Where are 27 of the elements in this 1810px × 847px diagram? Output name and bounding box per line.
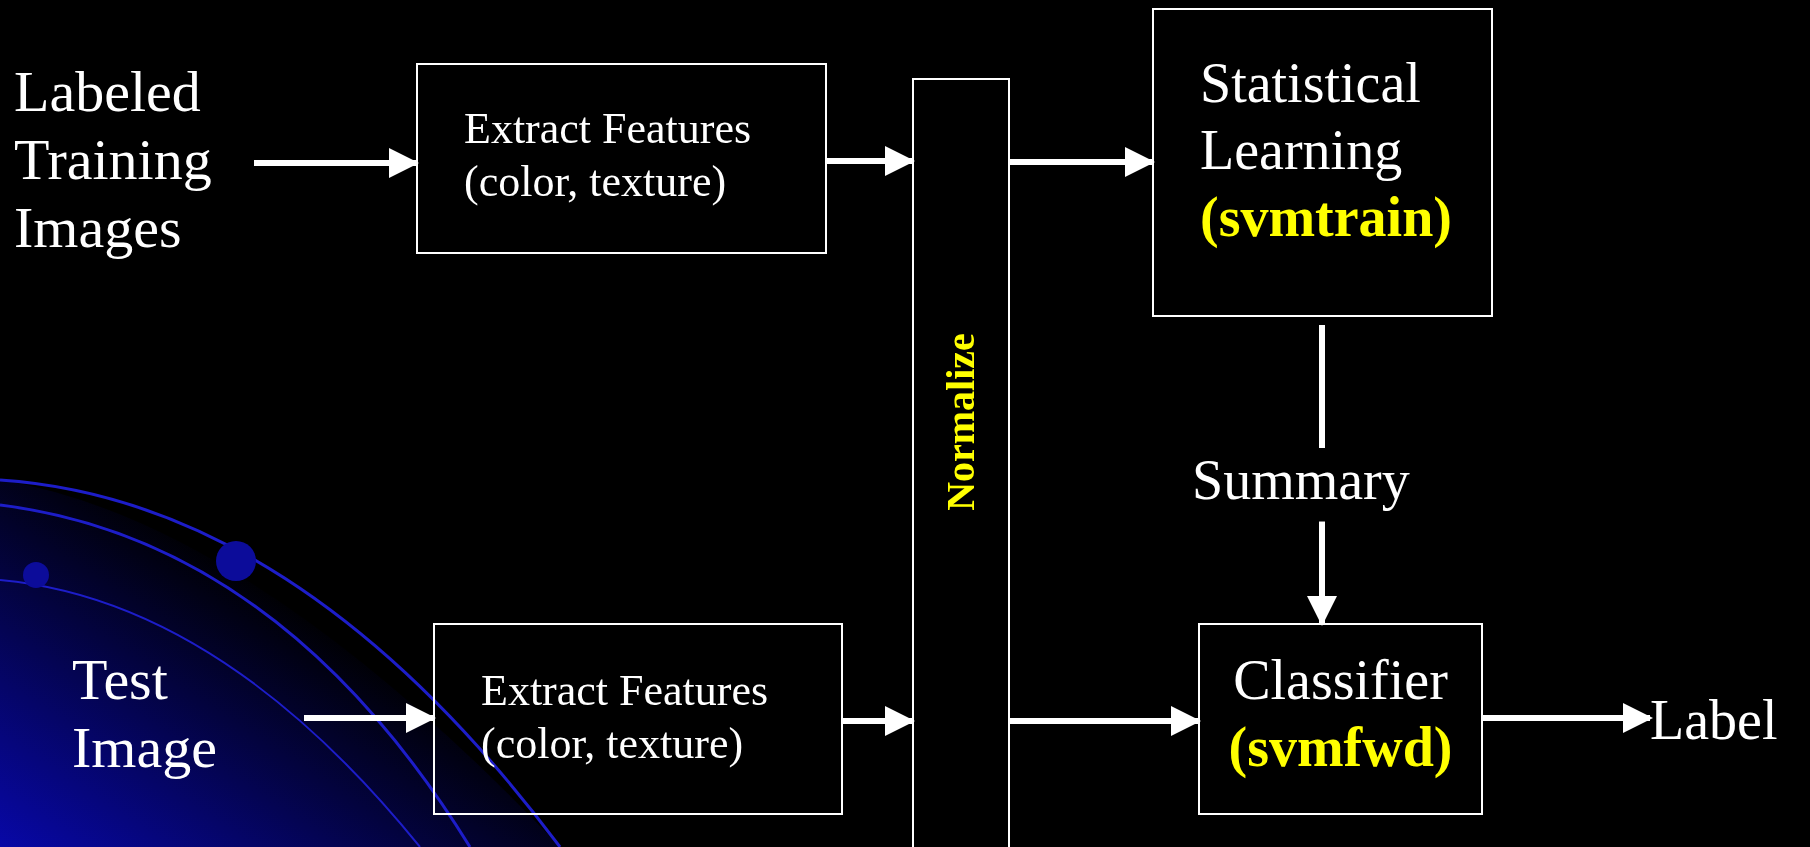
arrow	[1010, 706, 1201, 736]
arrow	[304, 703, 436, 733]
node-text: Labeled Training Images	[14, 58, 213, 262]
node-text: Summary	[1192, 448, 1411, 513]
arrow	[843, 706, 915, 736]
process-box	[1198, 623, 1483, 815]
node-text: (color, texture)	[481, 717, 745, 770]
arrow	[1010, 147, 1155, 177]
connector-line	[1319, 325, 1325, 448]
arrow	[1307, 521, 1337, 626]
node-text: Statistical Learning	[1200, 51, 1422, 184]
arrow	[254, 148, 419, 178]
node-text: Extract Features	[481, 665, 770, 717]
node-text: Classifier	[1232, 648, 1449, 713]
node-text: Label	[1650, 688, 1779, 753]
arrow	[827, 146, 915, 176]
node-text: Extract Features	[464, 103, 753, 155]
process-box	[433, 623, 843, 815]
process-bar	[912, 78, 1010, 847]
node-text: Test Image	[72, 646, 218, 782]
function-name: (svmfwd)	[1227, 715, 1454, 781]
function-name: (svmtrain)	[1200, 185, 1453, 251]
node-text: (color, texture)	[464, 155, 728, 208]
process-box	[416, 63, 827, 254]
node-text: Normalize	[937, 333, 984, 511]
arrow	[1483, 703, 1653, 733]
process-box	[1152, 8, 1493, 317]
